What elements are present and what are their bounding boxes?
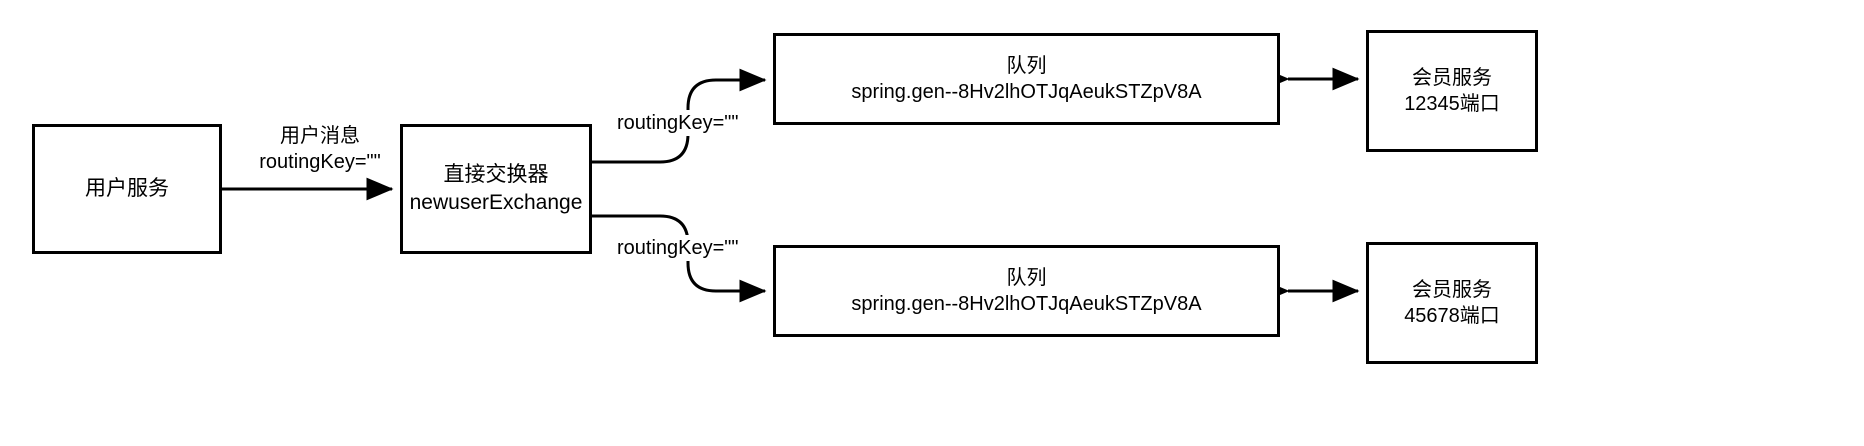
- node-member-service-bottom-title: 会员服务: [1412, 278, 1492, 301]
- node-member-service-top[interactable]: 会员服务 12345端口: [1366, 30, 1538, 152]
- node-direct-exchange-name: newuserExchange: [409, 191, 583, 214]
- edge-label-routing-key-bottom-text: routingKey="": [617, 237, 739, 259]
- node-direct-exchange-title: 直接交换器: [443, 163, 549, 187]
- edge-label-user-message-line1: 用户消息: [280, 125, 360, 147]
- node-queue-bottom-name: spring.gen--8Hv2lhOTJqAeukSTZpV8A: [851, 293, 1202, 315]
- node-queue-top-name: spring.gen--8Hv2lhOTJqAeukSTZpV8A: [851, 81, 1202, 103]
- node-member-service-top-port: 12345端口: [1404, 93, 1500, 115]
- edge-label-user-message-line2: routingKey="": [259, 151, 381, 173]
- node-queue-bottom[interactable]: 队列 spring.gen--8Hv2lhOTJqAeukSTZpV8A: [773, 245, 1280, 337]
- node-queue-bottom-title: 队列: [1006, 266, 1047, 289]
- node-user-service[interactable]: 用户服务: [32, 124, 222, 254]
- node-direct-exchange[interactable]: 直接交换器 newuserExchange: [400, 124, 592, 254]
- edge-label-user-message: 用户消息 routingKey="": [256, 123, 384, 175]
- node-queue-top[interactable]: 队列 spring.gen--8Hv2lhOTJqAeukSTZpV8A: [773, 33, 1280, 125]
- node-queue-top-title: 队列: [1006, 54, 1047, 77]
- edge-label-routing-key-bottom: routingKey="": [615, 235, 741, 261]
- node-member-service-top-title: 会员服务: [1412, 66, 1492, 89]
- node-member-service-bottom[interactable]: 会员服务 45678端口: [1366, 242, 1538, 364]
- node-user-service-label: 用户服务: [85, 177, 169, 201]
- edge-label-routing-key-top-text: routingKey="": [617, 112, 739, 134]
- edge-label-routing-key-top: routingKey="": [615, 110, 741, 136]
- node-member-service-bottom-port: 45678端口: [1404, 305, 1500, 327]
